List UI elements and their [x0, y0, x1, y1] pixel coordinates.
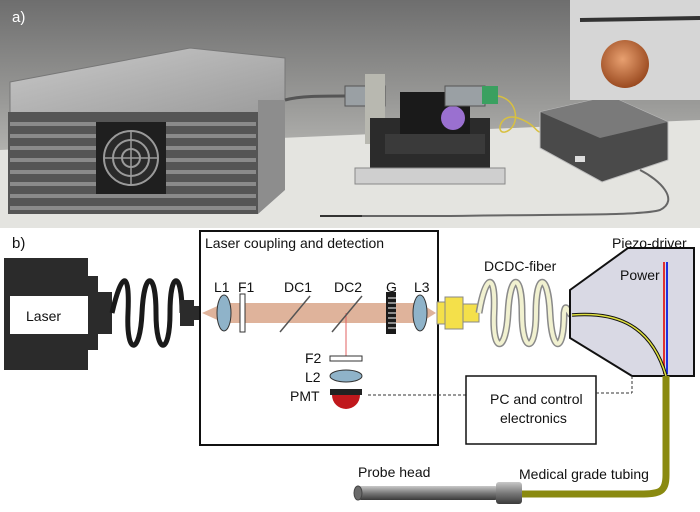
- label-fiber: DCDC-fiber: [484, 258, 557, 274]
- panel-label-a: a): [12, 9, 25, 26]
- optical-bench-photo: [344, 74, 506, 185]
- laser-coil-cable: [109, 278, 185, 348]
- laser-unit: Laser: [4, 258, 112, 370]
- filter-f1: [239, 293, 246, 333]
- label-l1: L1: [214, 279, 230, 295]
- label-dc2: DC2: [334, 279, 362, 295]
- label-dc1: DC1: [284, 279, 312, 295]
- lens-l2: [329, 369, 363, 383]
- label-tubing: Medical grade tubing: [519, 466, 649, 482]
- label-l2: L2: [305, 369, 321, 385]
- grating-g: [386, 292, 396, 334]
- coupling-box: [199, 230, 439, 446]
- medical-tubing: [522, 376, 670, 498]
- filter-f2: [329, 355, 363, 362]
- fiber-connector: [436, 296, 480, 330]
- pmt-icon: [332, 395, 360, 409]
- label-l3: L3: [414, 279, 430, 295]
- lens-l3: [412, 294, 428, 332]
- laser-beam: [202, 303, 436, 323]
- pmt-housing: [330, 389, 362, 395]
- laser-label: Laser: [26, 308, 61, 324]
- coupling-box-title: Laser coupling and detection: [205, 235, 384, 251]
- label-g: G: [386, 279, 397, 295]
- label-pmt: PMT: [290, 388, 320, 404]
- lens-l1: [216, 294, 232, 332]
- panel-label-b: b): [12, 235, 25, 252]
- probe-head: [353, 482, 522, 504]
- photo-panel: a): [0, 0, 700, 228]
- label-piezo: Piezo-driver: [612, 235, 687, 251]
- label-pc-line2: electronics: [500, 410, 567, 426]
- dcdc-fiber-core: [477, 280, 573, 346]
- laser-housing-photo: [8, 47, 286, 214]
- diagram-panel: b) Laser Laser coupling and detection: [4, 230, 695, 504]
- fiber-inside-driver-core: [571, 313, 667, 377]
- label-f1: F1: [238, 279, 255, 295]
- dichroic-dc1: [279, 295, 311, 333]
- dichroic-dc2: [331, 295, 363, 333]
- coin-inset-photo: [570, 0, 700, 100]
- label-probe: Probe head: [358, 464, 430, 480]
- label-f2: F2: [305, 350, 322, 366]
- pc-control-box: [465, 375, 597, 445]
- label-power: Power: [620, 267, 660, 283]
- label-pc-line1: PC and control: [490, 391, 583, 407]
